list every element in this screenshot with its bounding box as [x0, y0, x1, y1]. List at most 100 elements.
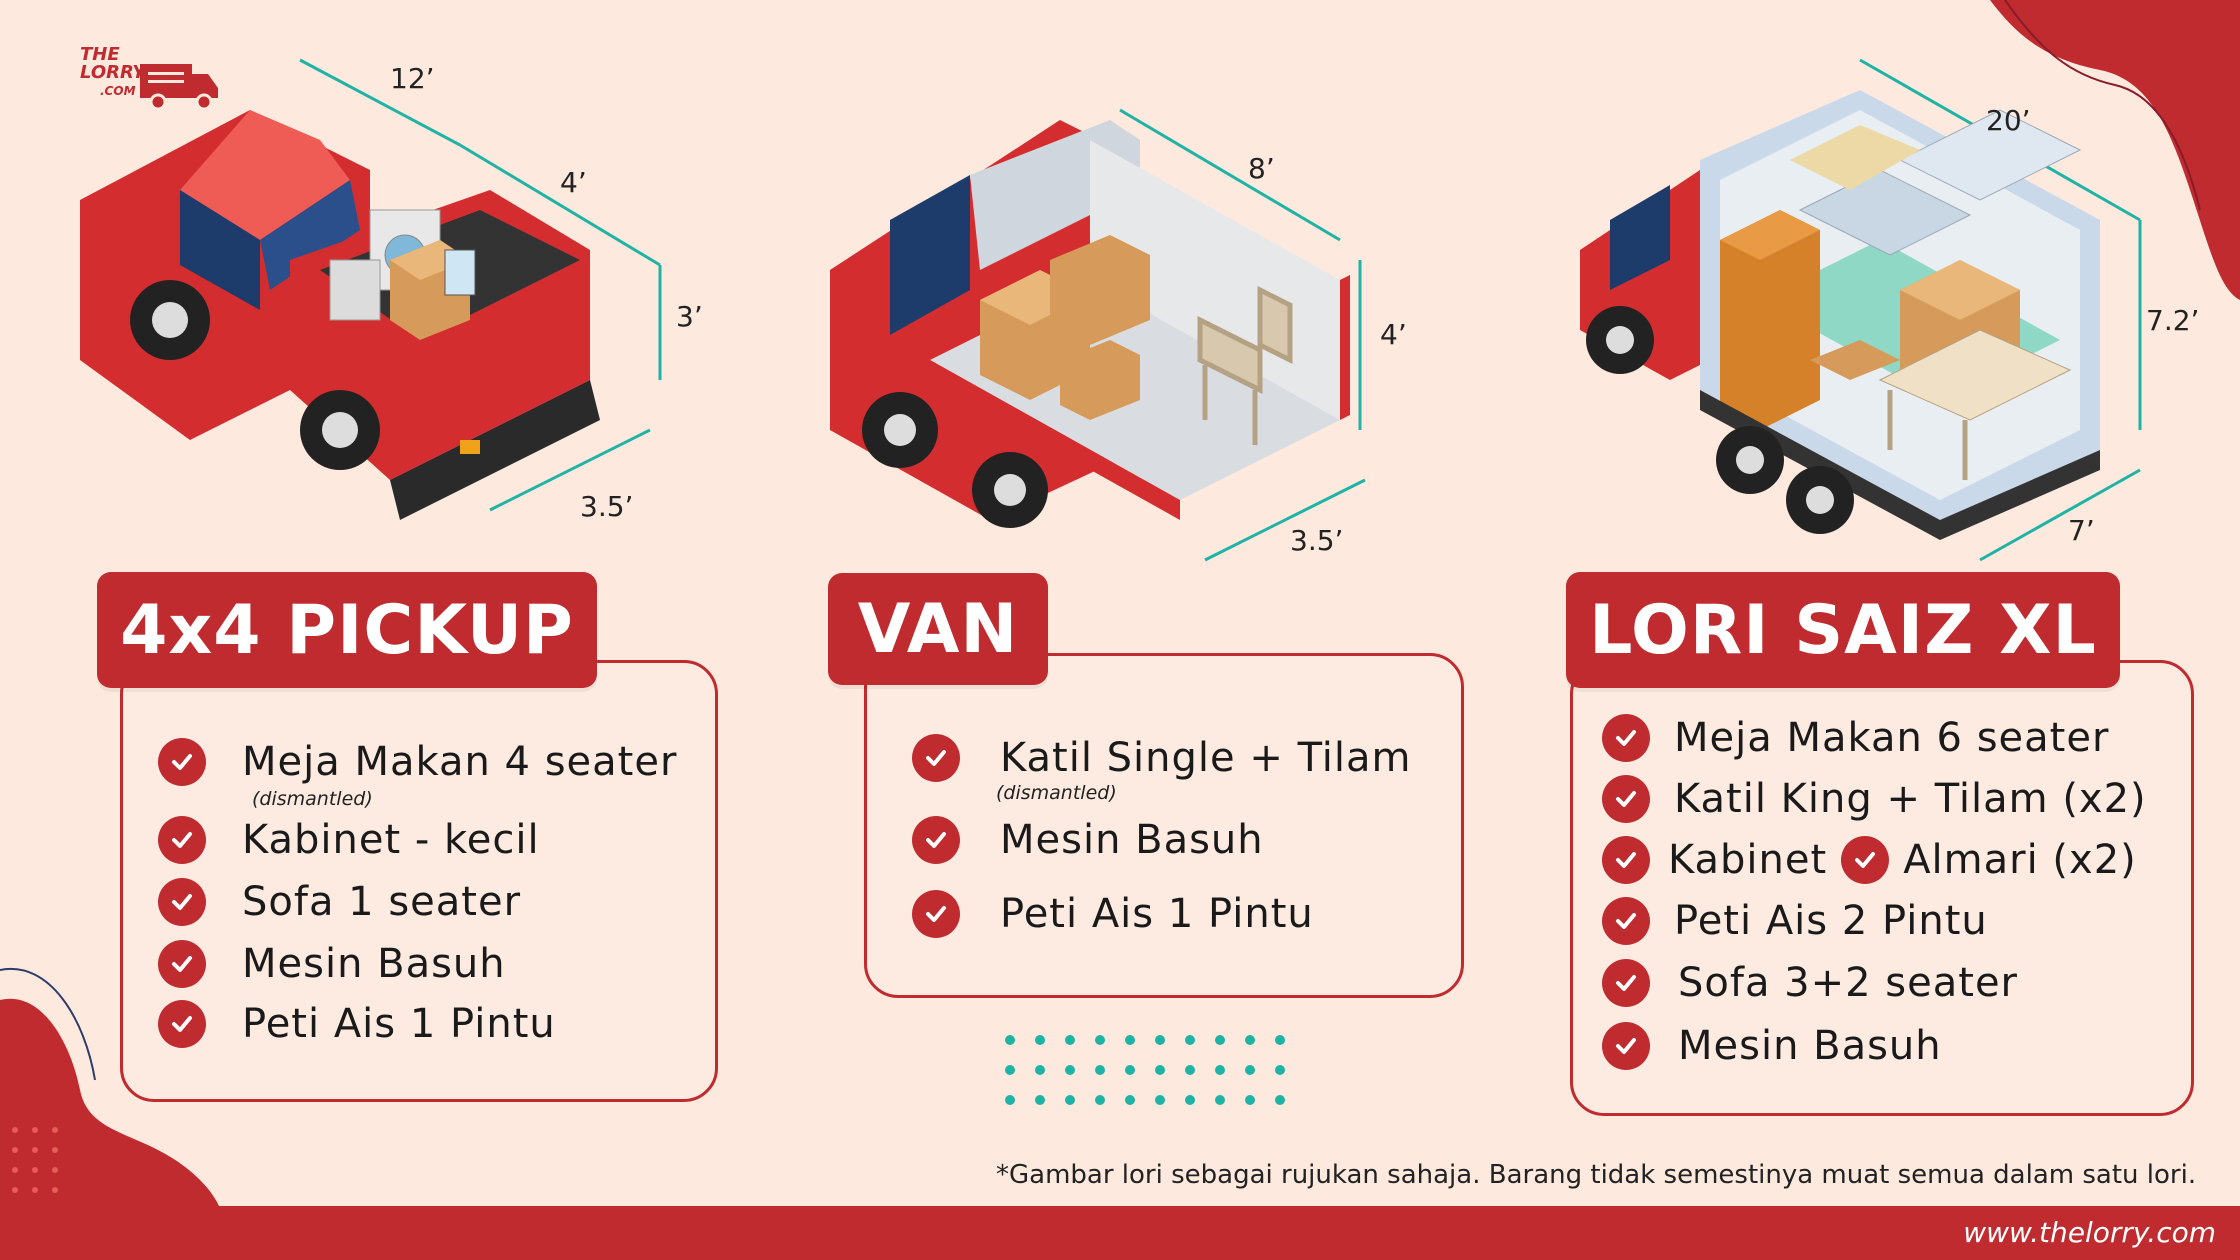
logo-truck-icon	[140, 64, 218, 111]
decor-dot	[1035, 1035, 1045, 1045]
item-label: Meja Makan 6 seater	[1674, 715, 2110, 761]
decor-dot	[1065, 1065, 1075, 1075]
check-icon	[912, 816, 960, 864]
decor-dot	[1095, 1095, 1105, 1105]
decor-dot	[1215, 1095, 1225, 1105]
decor-dot	[1155, 1095, 1165, 1105]
pickup-item: Mesin Basuh	[158, 940, 506, 988]
pickup-dim-height: 3’	[676, 300, 703, 333]
item-label: Kabinet - kecil	[242, 817, 540, 863]
item-label: Almari (x2)	[1903, 837, 2137, 883]
item-label: Katil Single + Tilam	[1000, 735, 1412, 781]
bottom-left-blob	[0, 967, 226, 1260]
decor-dot	[1215, 1065, 1225, 1075]
decor-dot	[1155, 1065, 1165, 1075]
decor-dot	[1155, 1035, 1165, 1045]
lorry-item: Peti Ais 2 Pintu	[1602, 897, 1988, 945]
pickup-dim-depth: 3.5’	[580, 490, 634, 523]
decor-dot	[1095, 1065, 1105, 1075]
van-dim-height: 4’	[1380, 318, 1407, 351]
logo-line2: LORRY	[80, 62, 146, 83]
check-icon	[1841, 836, 1890, 884]
lorry-dim-length: 20’	[1986, 104, 2031, 137]
van-dim-length: 8’	[1248, 152, 1275, 185]
check-icon	[1602, 775, 1650, 823]
lorry-item: Mesin Basuh	[1602, 1022, 1942, 1070]
logo-line3: .COM	[100, 84, 136, 98]
check-icon	[1602, 714, 1650, 762]
lorry-item: Katil King + Tilam (x2)	[1602, 775, 2147, 823]
check-icon	[158, 738, 206, 786]
decor-dot	[1125, 1065, 1135, 1075]
check-icon	[1602, 959, 1650, 1007]
pickup-card	[120, 660, 718, 1102]
decor-dot	[1215, 1035, 1225, 1045]
item-label: Meja Makan 4 seater	[242, 739, 678, 785]
pickup-dim-length: 12’	[390, 62, 435, 95]
decor-dot	[1065, 1095, 1075, 1105]
decor-dot	[1005, 1065, 1015, 1075]
item-label: Peti Ais 1 Pintu	[242, 1001, 556, 1047]
van-title: VAN	[828, 573, 1048, 685]
decor-dot	[1125, 1035, 1135, 1045]
item-label: Mesin Basuh	[1000, 817, 1264, 863]
lorry-dim-height: 7.2’	[2146, 304, 2200, 337]
footer-url[interactable]: www.thelorry.com	[1963, 1216, 2216, 1249]
check-icon	[158, 878, 206, 926]
lorry-dim-depth: 7’	[2068, 514, 2095, 547]
decor-dot	[1065, 1035, 1075, 1045]
check-icon	[1602, 1022, 1650, 1070]
decor-dot	[1035, 1095, 1045, 1105]
footer-bar: www.thelorry.com	[0, 1206, 2240, 1260]
van-illustration	[830, 108, 1366, 562]
check-icon	[1602, 836, 1650, 884]
item-label: Mesin Basuh	[1678, 1023, 1942, 1069]
decor-dot	[1185, 1065, 1195, 1075]
van-item: Katil Single + Tilam	[912, 734, 1411, 782]
pickup-item: Peti Ais 1 Pintu	[158, 1000, 556, 1048]
check-icon	[912, 734, 960, 782]
decor-dot	[1245, 1035, 1255, 1045]
van-item: Mesin Basuh	[912, 816, 1264, 864]
decor-dot	[1095, 1035, 1105, 1045]
item-label: Peti Ais 2 Pintu	[1674, 898, 1988, 944]
logo[interactable]: THE LORRY .COM	[80, 46, 220, 116]
decor-dot	[1005, 1035, 1015, 1045]
dot-grid-decoration	[1005, 1035, 1285, 1105]
disclaimer: *Gambar lori sebagai rujukan sahaja. Bar…	[996, 1160, 2197, 1190]
van-item: Peti Ais 1 Pintu	[912, 890, 1314, 938]
item-label: Peti Ais 1 Pintu	[1000, 891, 1314, 937]
pickup-item: Meja Makan 4 seater	[158, 738, 677, 786]
lorry-illustration	[1580, 58, 2142, 562]
check-icon	[158, 940, 206, 988]
logo-line1: THE	[80, 44, 120, 65]
check-icon	[158, 1000, 206, 1048]
item-label: Katil King + Tilam (x2)	[1674, 776, 2147, 822]
decor-dot	[1245, 1095, 1255, 1105]
check-icon	[1602, 897, 1650, 945]
lorry-item: Sofa 3+2 seater	[1602, 959, 2018, 1007]
pickup-item: Sofa 1 seater	[158, 878, 521, 926]
check-icon	[912, 890, 960, 938]
item-label: Kabinet	[1668, 837, 1828, 883]
lorry-item: Kabinet Almari (x2)	[1602, 836, 2137, 884]
pickup-title: 4x4 PICKUP	[97, 572, 597, 688]
decor-dot	[1275, 1065, 1285, 1075]
decor-dot	[1185, 1095, 1195, 1105]
top-right-blob	[1990, 0, 2240, 300]
item-label: Sofa 1 seater	[242, 879, 522, 925]
decor-dot	[1185, 1035, 1195, 1045]
decor-dot	[1275, 1035, 1285, 1045]
pickup-dim-width: 4’	[560, 166, 587, 199]
pickup-truck-illustration	[80, 58, 662, 520]
decor-dot	[1245, 1065, 1255, 1075]
van-dim-depth: 3.5’	[1290, 524, 1344, 557]
pickup-item-note: (dismantled)	[252, 788, 373, 810]
decor-dot	[1005, 1095, 1015, 1105]
decor-dot	[1275, 1095, 1285, 1105]
pickup-item: Kabinet - kecil	[158, 816, 540, 864]
decor-dot	[1125, 1095, 1135, 1105]
van-item-note: (dismantled)	[996, 782, 1117, 804]
check-icon	[158, 816, 206, 864]
decor-dot	[1035, 1065, 1045, 1075]
